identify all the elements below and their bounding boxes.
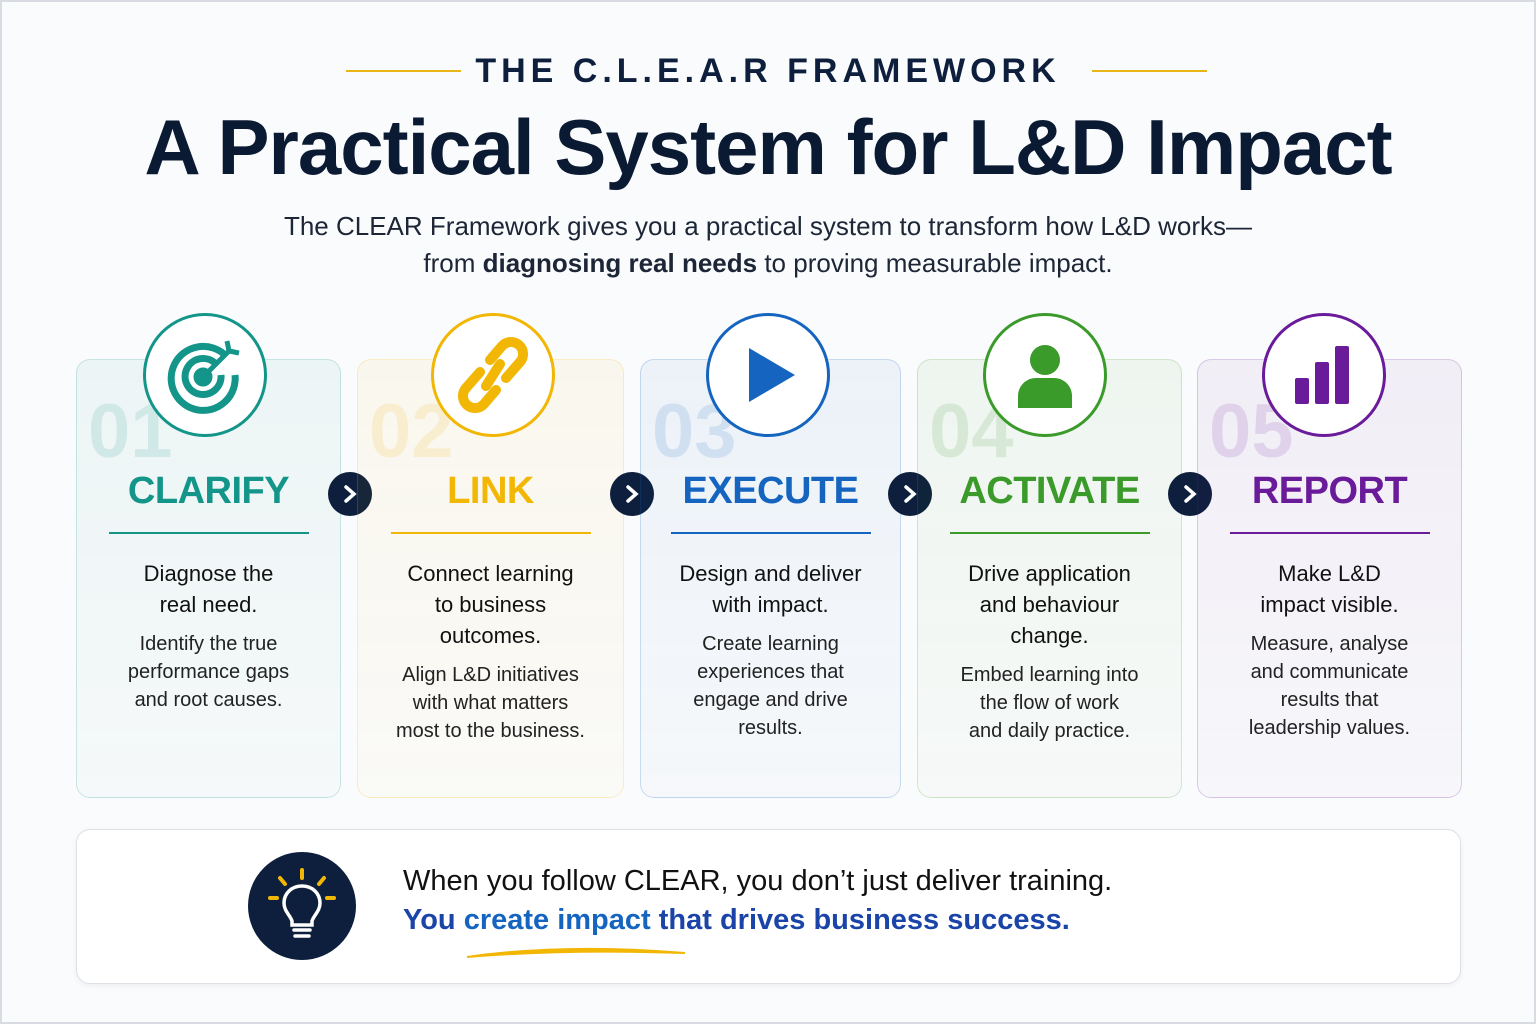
step-description: Embed learning into the flow of work and… [960,664,1139,742]
step-title: ACTIVATE [959,470,1140,512]
chevron-right-icon [610,472,654,516]
step-title: EXECUTE [682,470,859,512]
underline-swoosh [466,947,686,958]
chevron-right-icon [328,472,372,516]
subtitle: The CLEAR Framework gives you a practica… [0,208,1536,282]
step-description: Identify the true performance gaps and r… [127,633,290,711]
target-icon [143,313,267,437]
chevron-right-icon [888,472,932,516]
text-bold: diagnosing real needs [482,248,758,278]
divider [346,70,461,72]
lightbulb-icon [248,852,356,960]
step-headline: Design and deliver with impact. [679,561,862,617]
person-icon [983,313,1107,437]
divider [390,532,591,534]
step-headline: Make L&D impact visible. [1260,561,1399,617]
bar-chart-icon [1262,313,1386,437]
link-icon [431,313,555,437]
chevron-right-icon [1168,472,1212,516]
step-title: LINK [447,470,534,512]
divider [1092,70,1207,72]
divider [108,532,309,534]
step-description: Create learning experiences that engage … [693,633,848,739]
step-title: CLARIFY [127,470,290,512]
step-title: REPORT [1251,470,1408,512]
summary-line-1: When you follow CLEAR, you don’t just de… [403,865,1113,897]
text-emphasis: create impact [463,904,651,936]
divider [1229,532,1430,534]
divider [670,532,871,534]
text: You [403,904,464,936]
eyebrow: THE C.L.E.A.R FRAMEWORK [475,52,1061,90]
summary-line-2: You create impact that drives business s… [403,904,1070,937]
text: from [423,248,483,278]
subtitle-line: The CLEAR Framework gives you a practica… [283,211,1253,241]
step-headline: Connect learning to business outcomes. [407,561,574,648]
step-description: Align L&D initiatives with what matters … [396,664,585,742]
page-title: A Practical System for L&D Impact [144,103,1392,191]
subtitle-line: from diagnosing real needs to proving me… [0,245,1536,282]
play-icon [706,313,830,437]
text: that drives business success. [650,904,1070,936]
text: to proving measurable impact. [757,248,1113,278]
divider [949,532,1150,534]
step-headline: Drive application and behaviour change. [968,561,1131,648]
step-headline: Diagnose the real need. [143,561,274,617]
step-description: Measure, analyse and communicate results… [1248,633,1411,739]
